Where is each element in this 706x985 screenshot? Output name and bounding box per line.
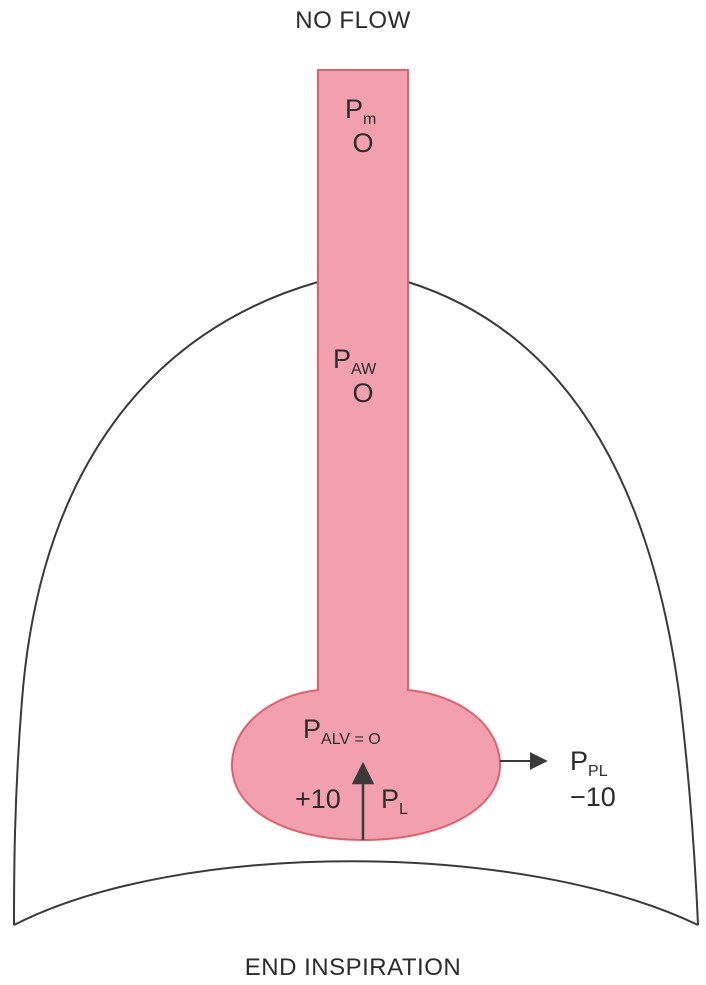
mouth-pressure-subscript: m: [363, 111, 376, 128]
alveolar-pressure-subscript: ALV = O: [321, 731, 381, 748]
chest-wall-outline: [13, 281, 319, 926]
airway-alveolus: [230, 69, 502, 842]
diaphragm: [13, 860, 699, 926]
pleural-pressure-subscript: PL: [588, 763, 608, 780]
airway-pressure-value: O: [352, 378, 373, 408]
airway-pressure-label: PAW: [333, 344, 377, 378]
title: NO FLOW: [295, 7, 411, 34]
airway-pressure-symbol: P: [333, 344, 351, 374]
transpulmonary-pressure-label: PL: [381, 784, 408, 818]
alveolar-pressure-label: PALV = O: [303, 714, 381, 748]
caption: END INSPIRATION: [245, 954, 461, 981]
pleural-pressure-value: −10: [570, 782, 616, 812]
chest-wall-outline-right: [407, 281, 699, 926]
alveolar-pressure-symbol: P: [303, 714, 321, 744]
transpulmonary-pressure-value: +10: [295, 784, 341, 814]
mouth-pressure-label: Pm: [345, 94, 376, 128]
pleural-pressure-symbol: P: [570, 746, 588, 776]
pleural-pressure-label: PPL: [570, 746, 608, 780]
mouth-pressure-symbol: P: [345, 94, 363, 124]
airway-pressure-subscript: AW: [351, 361, 377, 378]
mouth-pressure-value: O: [352, 128, 373, 158]
transpulmonary-pressure-subscript: L: [399, 801, 408, 818]
transpulmonary-pressure-symbol: P: [381, 784, 399, 814]
